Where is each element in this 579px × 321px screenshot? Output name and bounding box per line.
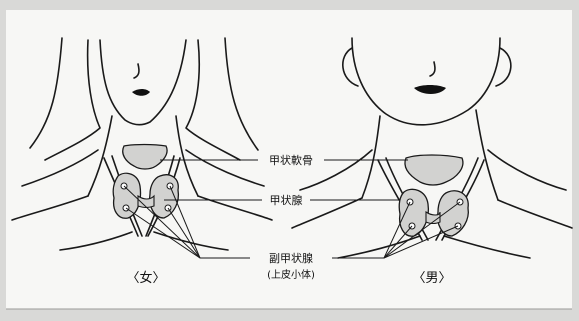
- label-parathyroid-alias: (上皮小体): [267, 268, 315, 281]
- caption-female: 〈女〉: [126, 270, 165, 286]
- label-thyroid-gland: 甲状腺: [270, 193, 303, 207]
- label-parathyroid: 副甲状腺: [269, 251, 313, 265]
- label-thyroid-cartilage: 甲状軟骨: [269, 153, 313, 167]
- caption-male: 〈男〉: [412, 271, 451, 286]
- female-thyroid-left-lobe: [113, 173, 140, 218]
